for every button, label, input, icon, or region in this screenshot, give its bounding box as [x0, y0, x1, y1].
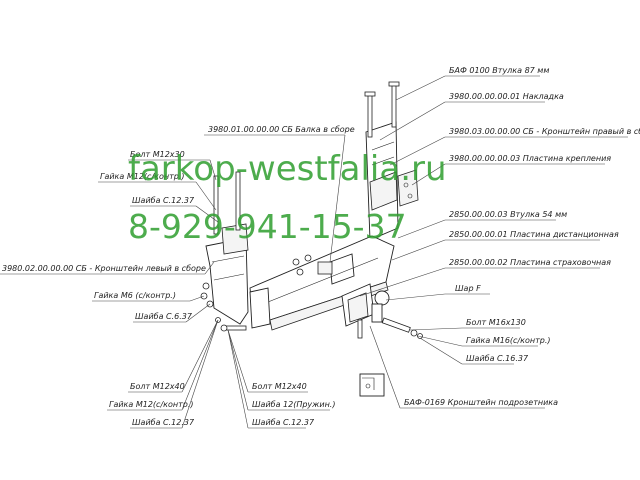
callout-label: Болт М12х40 — [252, 382, 307, 391]
callout-label: БАФ-0169 Кронштейн подрозетника — [404, 398, 558, 407]
callout-label: 3980.03.00.00.00 СБ - Кронштейн правый в… — [449, 127, 640, 136]
watermark-phone: 8-929-941-15-37 — [128, 207, 407, 246]
callout-label: Болт М12х30 — [130, 150, 185, 159]
callout-label: Болт М12х40 — [130, 382, 185, 391]
leader-lines — [0, 75, 628, 429]
socket-bracket — [359, 373, 385, 397]
callout-label: 3980.00.00.00.01 Накладка — [449, 92, 564, 101]
left-bracket — [205, 171, 249, 325]
right-mounting-plate — [397, 169, 419, 207]
callout-label: 3980.00.00.00.03 Пластина крепления — [449, 154, 611, 163]
callout-label: Шайба 12(Пружин.) — [252, 400, 335, 409]
callout-label: Шайба С.16.37 — [466, 354, 529, 363]
callout-label: Гайка М12(с/контр.) — [109, 400, 194, 409]
callout-label: 2850.00.00.01 Пластина дистанционная — [449, 230, 619, 239]
callout-label: 2850.00.00.02 Пластина страховочная — [449, 258, 611, 267]
callout-label: Шайба С.12.37 — [132, 418, 195, 427]
watermark: farkop-westfalia.ru 8-929-941-15-37 — [128, 149, 447, 246]
callout-label: Гайка М6 (с/контр.) — [94, 291, 176, 300]
beam-end-plate — [249, 287, 271, 329]
callout-label: 3980.01.00.00.00 СБ Балка в сборе — [208, 125, 355, 134]
callout-label: 2850.00.00.03 Втулка 54 мм — [449, 210, 567, 219]
right-bracket — [364, 81, 400, 241]
callout-label: Шайба С.6.37 — [135, 312, 193, 321]
callout-label: Шайба С.12.37 — [132, 196, 195, 205]
callout-label: Шайба С.12.37 — [252, 418, 315, 427]
callout-label: Гайка М12(с/контр.) — [100, 172, 185, 181]
parts-drawing — [200, 81, 423, 397]
callout-label: 3980.02.00.00.00 СБ - Кронштейн левый в … — [2, 264, 206, 273]
watermark-site: farkop-westfalia.ru — [128, 149, 447, 189]
callout-labels: БАФ 0100 Втулка 87 мм 3980.00.00.00.01 Н… — [2, 66, 640, 427]
ball-mount — [341, 283, 423, 339]
callout-label: Шар F — [455, 284, 481, 293]
callout-label: БАФ 0100 Втулка 87 мм — [449, 66, 549, 75]
callout-label: Болт М16х130 — [466, 318, 526, 327]
callout-label: Гайка М16(с/контр.) — [466, 336, 551, 345]
